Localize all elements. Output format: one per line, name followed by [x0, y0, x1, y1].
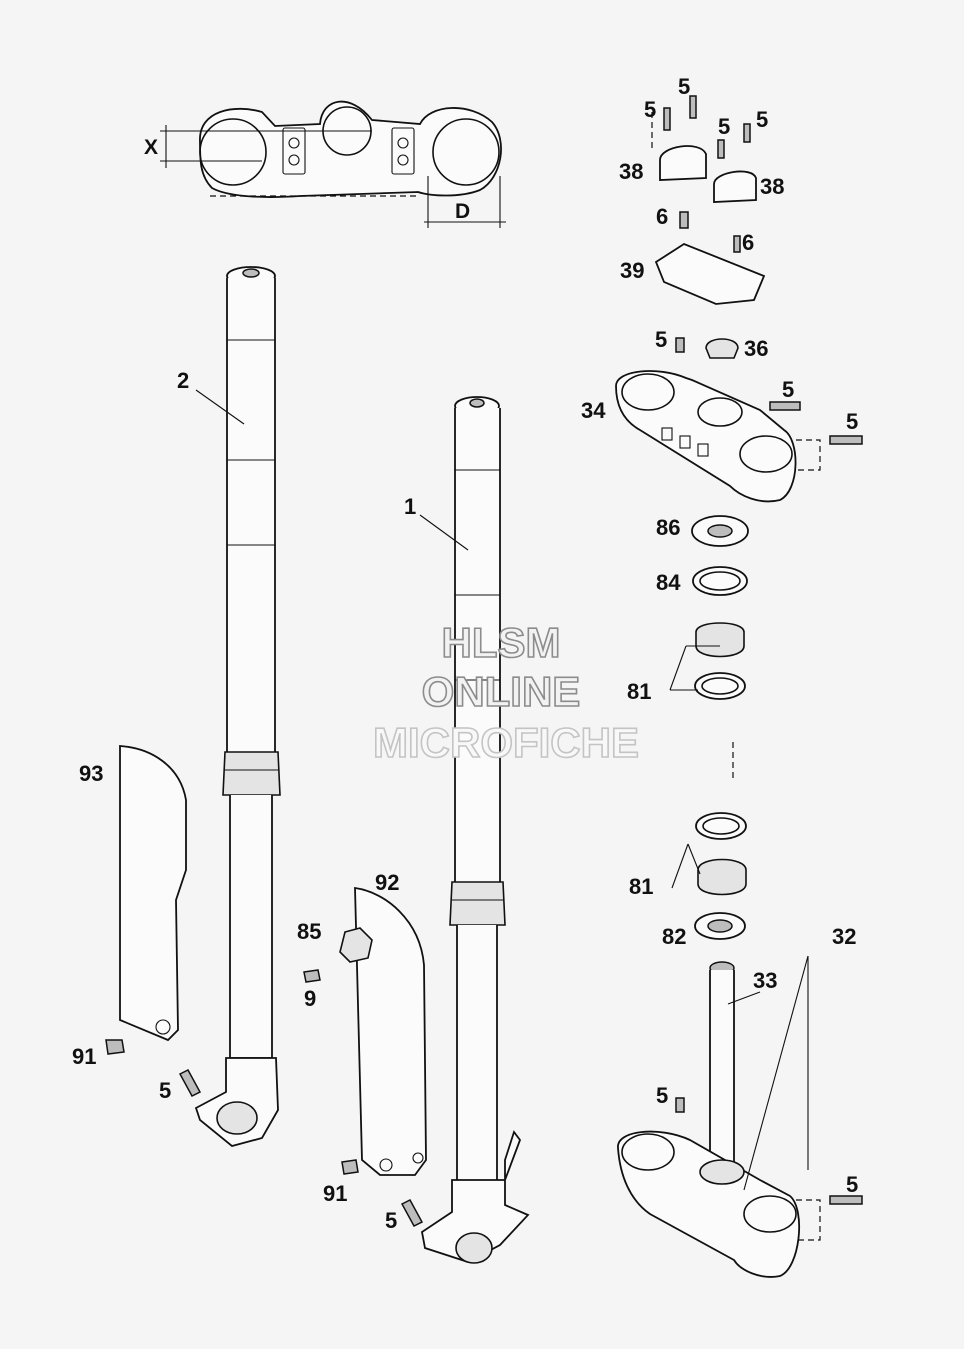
- label-part-2: 2: [177, 368, 189, 393]
- fork-guard-left: [119, 745, 187, 1042]
- label-part-38-a: 38: [619, 159, 643, 184]
- label-part-5-c: 5: [718, 114, 730, 139]
- label-part-81-b: 81: [629, 874, 653, 899]
- label-part-9: 9: [304, 986, 316, 1011]
- part-labels: 2 1 5 5 5 5 38 38 6 6 39 5 36 5 34 5 86 …: [72, 74, 858, 1233]
- label-part-36: 36: [744, 336, 768, 361]
- label-part-84: 84: [656, 570, 681, 595]
- watermark: HLSM ONLINE MICROFICHE: [372, 618, 640, 767]
- leader-lines: [195, 389, 809, 1191]
- handlebar-clamp-parts: [651, 95, 766, 305]
- watermark-line-2: ONLINE: [422, 668, 581, 715]
- label-part-85: 85: [297, 919, 321, 944]
- label-part-5-i: 5: [656, 1083, 668, 1108]
- label-part-6-a: 6: [656, 204, 668, 229]
- watermark-line-3: MICROFICHE: [373, 719, 639, 766]
- label-part-38-b: 38: [760, 174, 784, 199]
- label-part-5-j: 5: [846, 1172, 858, 1197]
- label-part-5-g: 5: [846, 409, 858, 434]
- label-part-5-a: 5: [678, 74, 690, 99]
- label-part-86: 86: [656, 515, 680, 540]
- dimension-d-label: D: [455, 200, 470, 223]
- watermark-line-1: HLSM: [442, 619, 561, 666]
- label-part-91-a: 91: [72, 1044, 96, 1069]
- label-part-5-k: 5: [385, 1208, 397, 1233]
- bearing-stack-lower: [694, 812, 747, 940]
- label-part-1: 1: [404, 494, 416, 519]
- label-part-5-h: 5: [159, 1078, 171, 1103]
- label-part-39: 39: [620, 258, 644, 283]
- label-part-93: 93: [79, 761, 103, 786]
- label-part-34: 34: [581, 398, 606, 423]
- label-part-81-a: 81: [627, 679, 651, 704]
- triple-clamp-dimension-view: X D: [144, 100, 506, 228]
- upper-triple-crown: [615, 337, 863, 503]
- dimension-x-label: X: [144, 136, 158, 159]
- label-part-5-d: 5: [756, 107, 768, 132]
- label-part-5-f: 5: [782, 377, 794, 402]
- fork-leg-center: [421, 396, 530, 1264]
- label-part-5-e: 5: [655, 327, 667, 352]
- bearing-stack-upper: [691, 515, 749, 780]
- label-part-91-b: 91: [323, 1181, 347, 1206]
- fork-leg-left: [194, 266, 281, 1147]
- label-part-33: 33: [753, 968, 777, 993]
- small-fasteners: [105, 969, 424, 1227]
- label-part-5-b: 5: [644, 97, 656, 122]
- lower-triple-crown: [617, 961, 863, 1278]
- label-part-32: 32: [832, 924, 856, 949]
- label-part-6-b: 6: [742, 230, 754, 255]
- fork-guard-center: [339, 886, 427, 1176]
- label-part-82: 82: [662, 924, 686, 949]
- label-part-92: 92: [375, 870, 399, 895]
